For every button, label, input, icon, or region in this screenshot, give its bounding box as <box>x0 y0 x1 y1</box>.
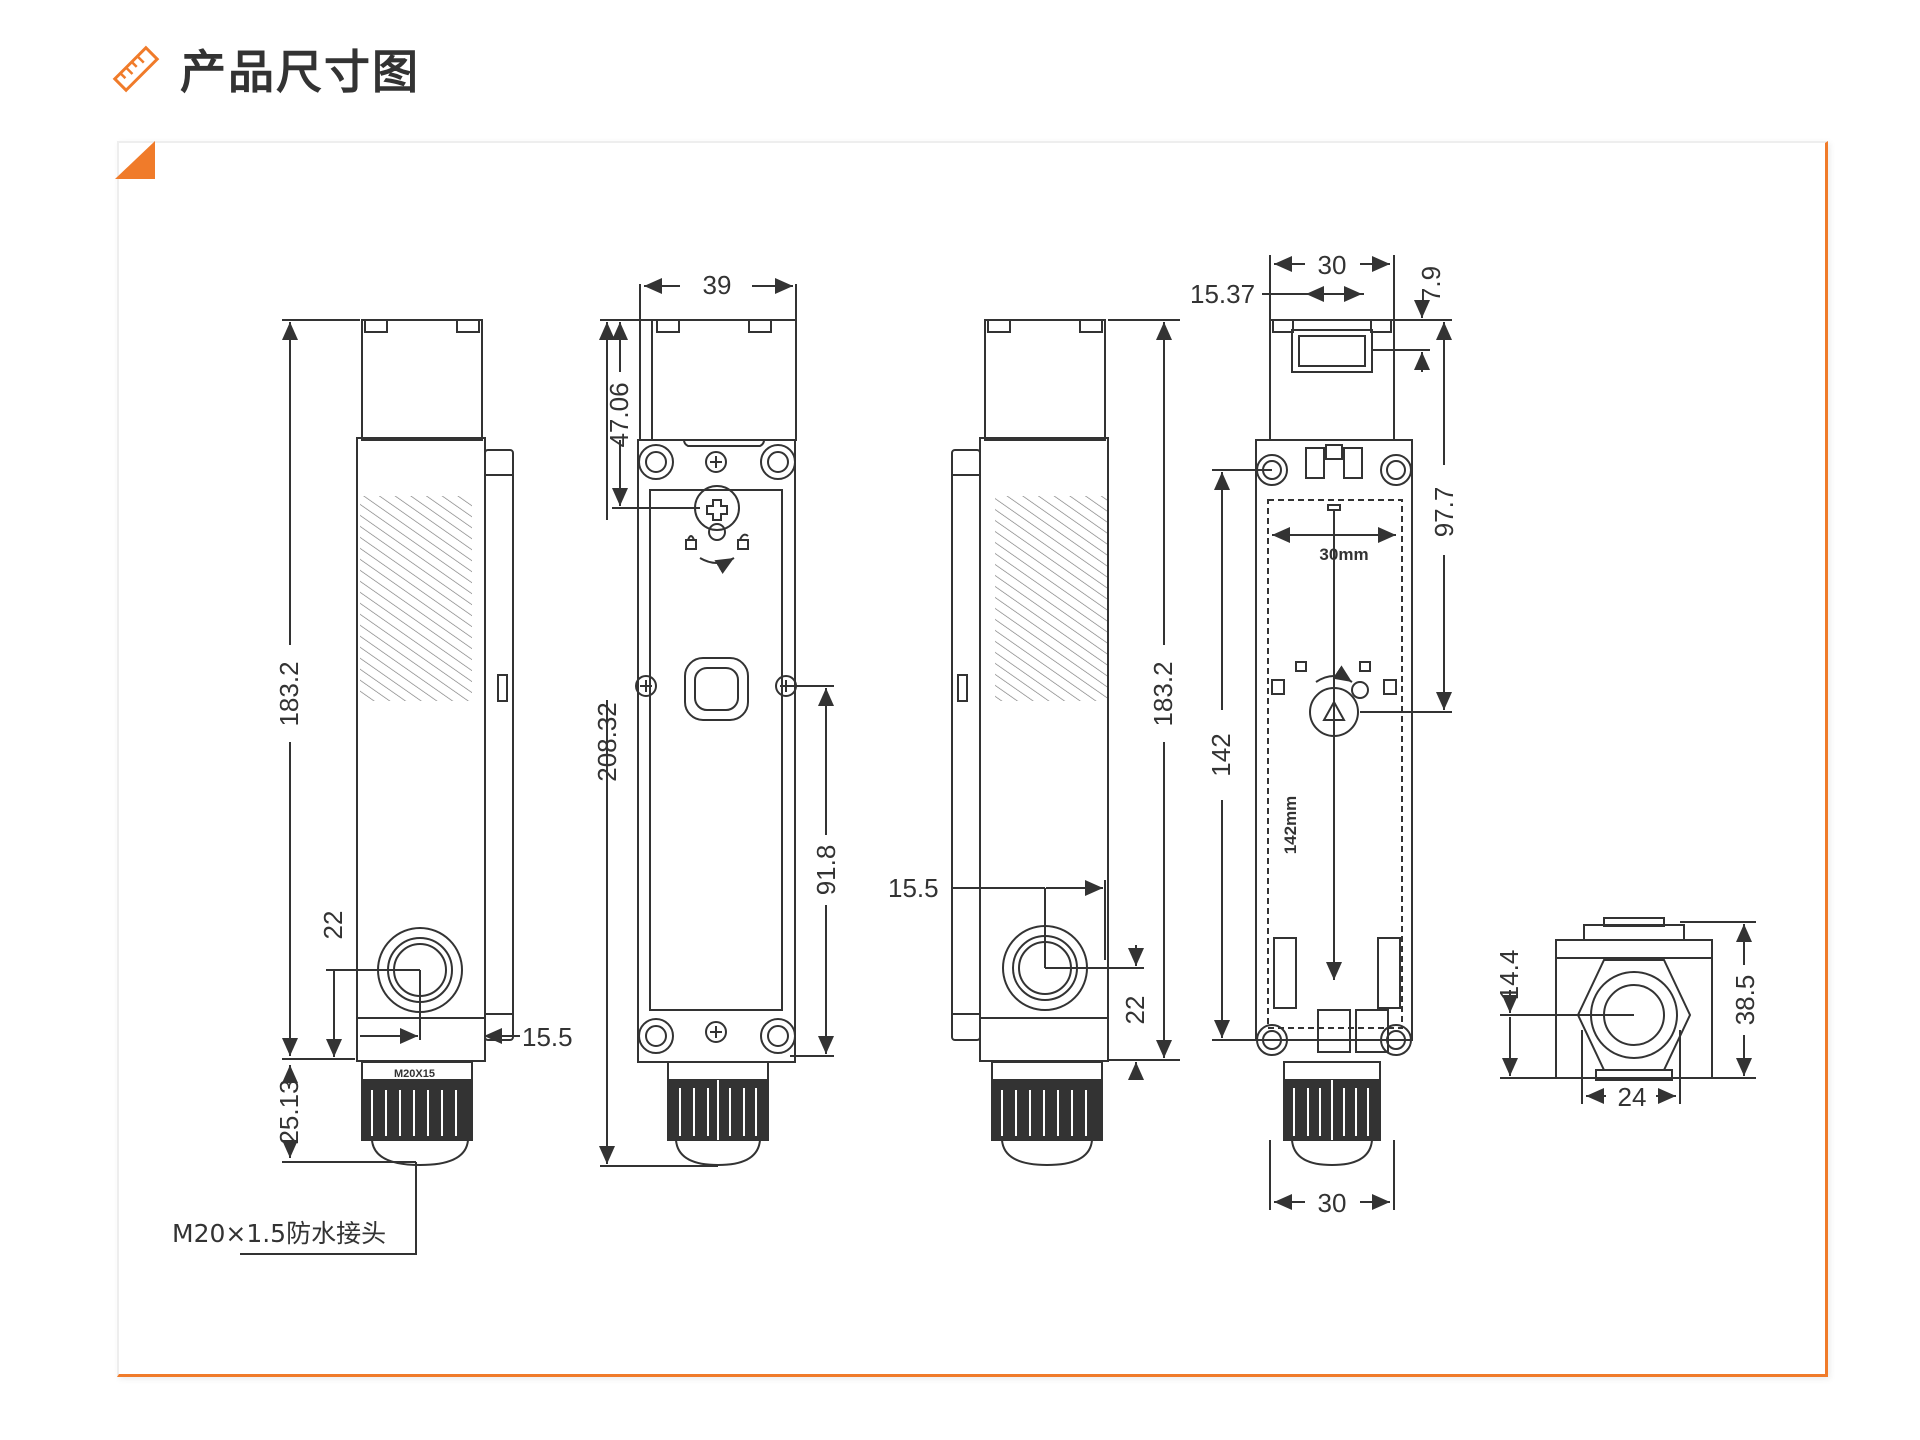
side-right-height-label: 183.2 <box>1148 661 1178 726</box>
bottom-gland-height-label: 14.4 <box>1494 950 1524 1001</box>
side-left-cable-label: 25.13 <box>274 1079 304 1144</box>
bottom-total-height-label: 38.5 <box>1730 975 1760 1026</box>
back-key-offset-label: 15.37 <box>1190 279 1255 309</box>
side-left-hole-height-label: 22 <box>318 911 348 940</box>
bottom-gland-width-label: 24 <box>1618 1082 1647 1112</box>
back-inner-height-label: 142mm <box>1281 796 1300 855</box>
ruler-icon <box>112 45 160 93</box>
bottom-view <box>1500 917 1756 1104</box>
side-right-hole-offset-label: 15.5 <box>888 873 939 903</box>
back-upper-span-label: 97.7 <box>1429 487 1459 538</box>
gland-marking-label: M20X15 <box>394 1068 435 1080</box>
back-view <box>1212 255 1452 1210</box>
front-total-height-label: 208.32 <box>592 702 622 782</box>
back-bottom-width-label: 30 <box>1318 1188 1347 1218</box>
page-title: 产品尺寸图 <box>180 45 420 99</box>
back-top-width-label: 30 <box>1318 250 1347 280</box>
side-view-left <box>240 319 520 1255</box>
side-left-height-label: 183.2 <box>274 661 304 726</box>
front-width-label: 39 <box>703 270 732 300</box>
drawing-panel <box>117 141 1828 1377</box>
back-key-depth-label: 7.9 <box>1416 266 1446 302</box>
front-view <box>599 278 834 1167</box>
connector-label: M20×1.5防水接头 <box>172 1219 386 1248</box>
panel-corner-accent <box>115 141 155 179</box>
side-left-hole-offset-label: 15.5 <box>522 1022 573 1052</box>
front-head-height-label: 47.06 <box>604 382 634 447</box>
section-header: 产品尺寸图 <box>110 34 420 104</box>
back-inner-width-label: 30mm <box>1319 545 1368 564</box>
side-view-right <box>951 319 1180 1167</box>
front-mount-height-label: 91.8 <box>811 845 841 896</box>
side-right-hole-height-label: 22 <box>1120 996 1150 1025</box>
back-lower-span-label: 142 <box>1206 733 1236 776</box>
